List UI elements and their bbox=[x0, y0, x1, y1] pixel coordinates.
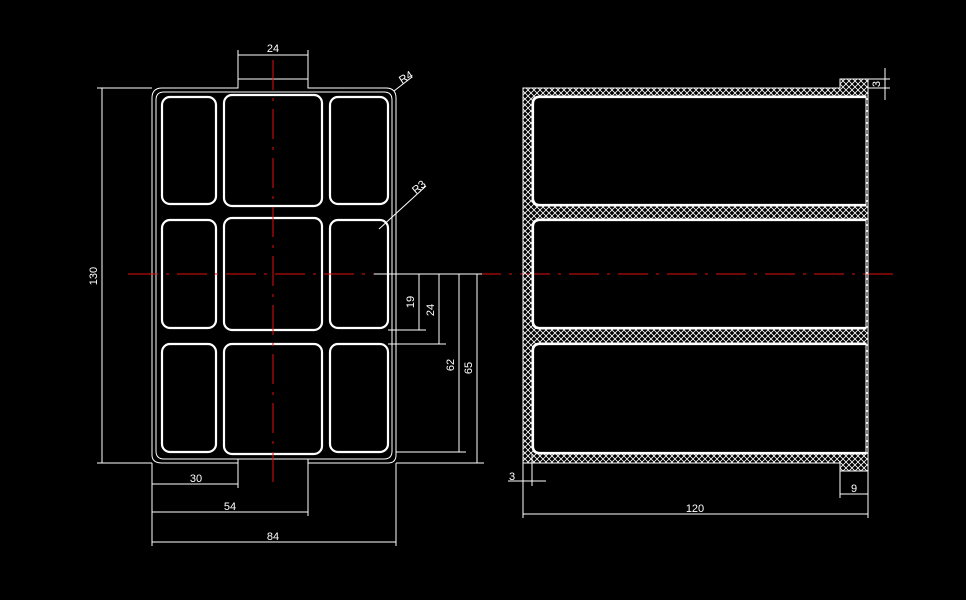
front-outer-outline bbox=[151, 78, 397, 464]
front-dimensions: 24 R4 R3 130 19 24 62 65 bbox=[88, 43, 484, 546]
dim-side-tab: 9 bbox=[851, 483, 857, 495]
dim-r3: R3 bbox=[410, 178, 428, 196]
side-dimensions: 3 3 9 120 bbox=[508, 68, 890, 518]
cell bbox=[160, 95, 218, 206]
dim-side-left: 3 bbox=[509, 471, 515, 483]
side-cavity bbox=[531, 95, 866, 207]
side-section-hatch bbox=[522, 78, 869, 472]
cell bbox=[328, 95, 390, 206]
dim-62: 62 bbox=[445, 359, 457, 371]
dim-24: 24 bbox=[425, 304, 437, 316]
front-view bbox=[151, 60, 397, 490]
cell bbox=[328, 342, 390, 454]
side-view bbox=[522, 78, 869, 472]
side-cavity bbox=[531, 218, 866, 330]
side-cavity bbox=[531, 342, 866, 455]
dim-30: 30 bbox=[190, 473, 202, 485]
dim-65: 65 bbox=[463, 362, 475, 374]
dim-top-tab: 24 bbox=[267, 43, 279, 55]
dim-side-top: 3 bbox=[871, 81, 883, 87]
cell bbox=[222, 93, 324, 208]
dim-r4: R4 bbox=[397, 69, 415, 87]
dim-19: 19 bbox=[405, 296, 417, 308]
dim-84: 84 bbox=[267, 531, 279, 543]
cell bbox=[160, 342, 218, 454]
dim-height: 130 bbox=[88, 267, 100, 285]
dim-side-length: 120 bbox=[686, 503, 704, 515]
front-inner-outline bbox=[155, 91, 393, 460]
dim-54: 54 bbox=[224, 501, 236, 513]
